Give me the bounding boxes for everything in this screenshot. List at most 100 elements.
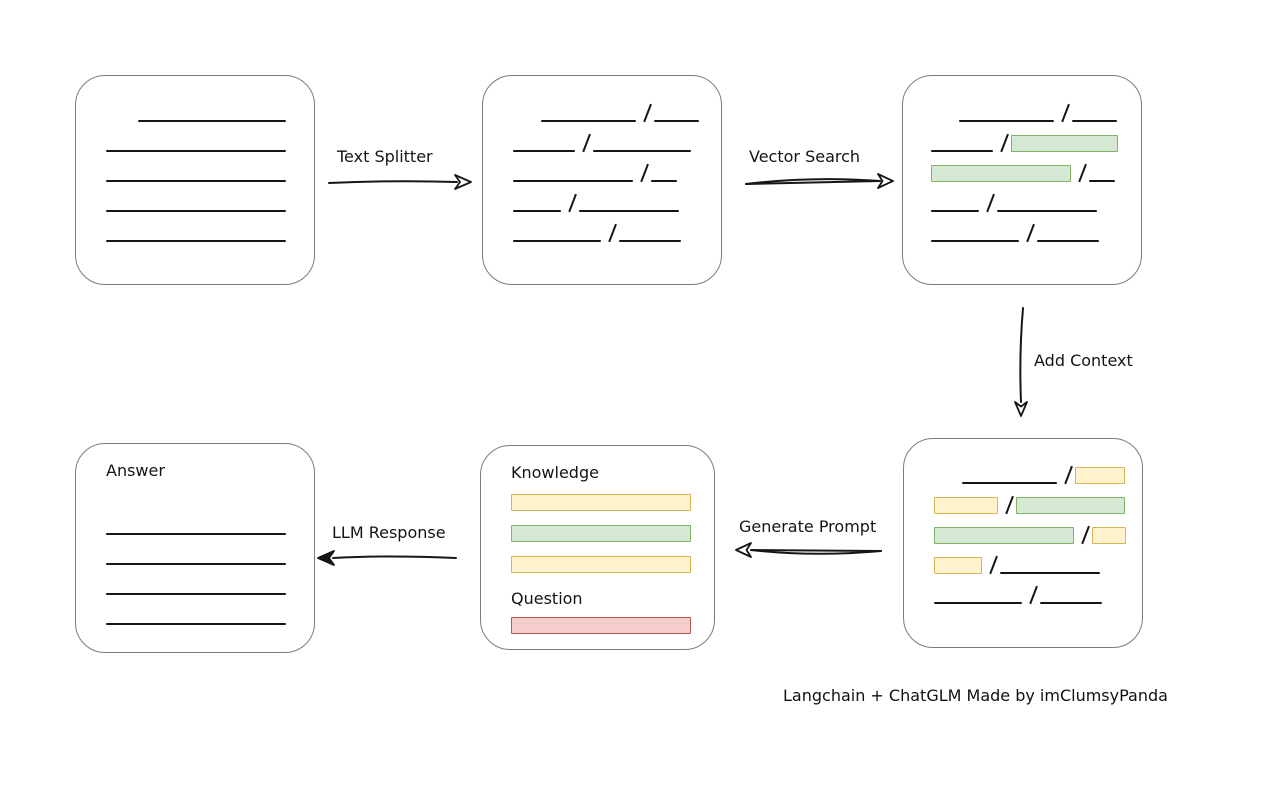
- text-row: [931, 160, 1141, 183]
- knowledge-label: Knowledge: [511, 463, 599, 482]
- yellow-highlight-bar: [1075, 467, 1125, 484]
- text-line: [931, 210, 979, 212]
- prompt-box: Knowledge Question: [480, 445, 715, 650]
- text-row: [934, 582, 1142, 605]
- text-line: [513, 210, 561, 212]
- text-line: [934, 602, 1022, 604]
- text-line: [931, 150, 993, 152]
- text-line: [106, 623, 286, 625]
- slash-separator: [986, 193, 995, 213]
- text-line: [106, 210, 286, 212]
- slash-separator: [1029, 585, 1038, 605]
- text-row: [511, 617, 714, 634]
- indent-gap: [934, 483, 962, 484]
- credit-caption: Langchain + ChatGLM Made by imClumsyPand…: [783, 686, 1168, 705]
- llm-response-arrow: [317, 550, 457, 566]
- text-line: [962, 482, 1057, 484]
- text-row: [513, 190, 721, 213]
- text-row: [931, 130, 1141, 153]
- split-text-box: [482, 75, 722, 285]
- text-splitter-label: Text Splitter: [337, 147, 433, 166]
- document-lines: [106, 100, 314, 242]
- answer-box: Answer: [75, 443, 315, 653]
- red-highlight-bar: [511, 617, 691, 634]
- text-row: [106, 160, 314, 182]
- slash-separator: [608, 223, 617, 243]
- text-row: [106, 100, 314, 122]
- text-splitter-arrow: [328, 174, 472, 190]
- text-row: [511, 494, 714, 511]
- text-line: [513, 150, 575, 152]
- yellow-highlight-bar: [511, 494, 691, 511]
- slash-separator: [1026, 223, 1035, 243]
- generate-prompt-label: Generate Prompt: [739, 517, 877, 536]
- indent-gap: [931, 121, 959, 122]
- text-line: [959, 120, 1054, 122]
- text-line: [541, 120, 636, 122]
- question-label: Question: [511, 589, 583, 608]
- slash-separator: [1078, 163, 1087, 183]
- slash-separator: [989, 555, 998, 575]
- text-line: [106, 563, 286, 565]
- text-row: [106, 130, 314, 152]
- text-row: [934, 522, 1142, 545]
- question-bar: [511, 617, 714, 634]
- text-row: [934, 492, 1142, 515]
- yellow-highlight-bar: [511, 556, 691, 573]
- green-highlight-bar: [511, 525, 691, 542]
- answer-label: Answer: [106, 461, 165, 480]
- text-line: [1072, 120, 1117, 122]
- context-chunks-box: [903, 438, 1143, 648]
- slash-separator: [582, 133, 591, 153]
- text-line: [593, 150, 691, 152]
- text-row: [511, 525, 714, 542]
- text-line: [619, 240, 681, 242]
- yellow-highlight-bar: [934, 557, 982, 574]
- text-row: [934, 462, 1142, 485]
- add-context-arrow: [1014, 307, 1028, 417]
- text-line: [513, 180, 633, 182]
- slash-separator: [643, 103, 652, 123]
- green-highlight-bar: [1011, 135, 1118, 152]
- text-row: [513, 160, 721, 183]
- text-line: [931, 240, 1019, 242]
- text-line: [1000, 572, 1100, 574]
- llm-response-label: LLM Response: [332, 523, 446, 542]
- text-row: [931, 190, 1141, 213]
- text-row: [513, 100, 721, 123]
- text-row: [106, 513, 314, 535]
- text-line: [106, 180, 286, 182]
- split-text-lines: [513, 100, 721, 243]
- text-row: [106, 573, 314, 595]
- green-highlight-bar: [931, 165, 1071, 182]
- text-line: [1089, 180, 1115, 182]
- slash-separator: [1005, 495, 1014, 515]
- vector-search-arrow: [745, 173, 894, 189]
- indent-gap: [106, 121, 138, 122]
- text-row: [106, 603, 314, 625]
- text-row: [511, 556, 714, 573]
- slash-separator: [640, 163, 649, 183]
- text-line: [106, 150, 286, 152]
- answer-lines: [106, 513, 314, 625]
- text-row: [931, 100, 1141, 123]
- text-line: [651, 180, 677, 182]
- text-line: [654, 120, 699, 122]
- context-chunks-lines: [934, 462, 1142, 605]
- slash-separator: [1061, 103, 1070, 123]
- text-line: [106, 240, 286, 242]
- slash-separator: [1000, 133, 1009, 153]
- indent-gap: [513, 121, 541, 122]
- text-line: [579, 210, 679, 212]
- text-line: [1040, 602, 1102, 604]
- text-row: [106, 190, 314, 212]
- add-context-label: Add Context: [1034, 351, 1133, 370]
- text-row: [513, 220, 721, 243]
- text-line: [106, 533, 286, 535]
- slash-separator: [1064, 465, 1073, 485]
- slash-separator: [1081, 525, 1090, 545]
- retrieved-chunks-box: [902, 75, 1142, 285]
- text-row: [931, 220, 1141, 243]
- text-line: [138, 120, 286, 122]
- text-row: [513, 130, 721, 153]
